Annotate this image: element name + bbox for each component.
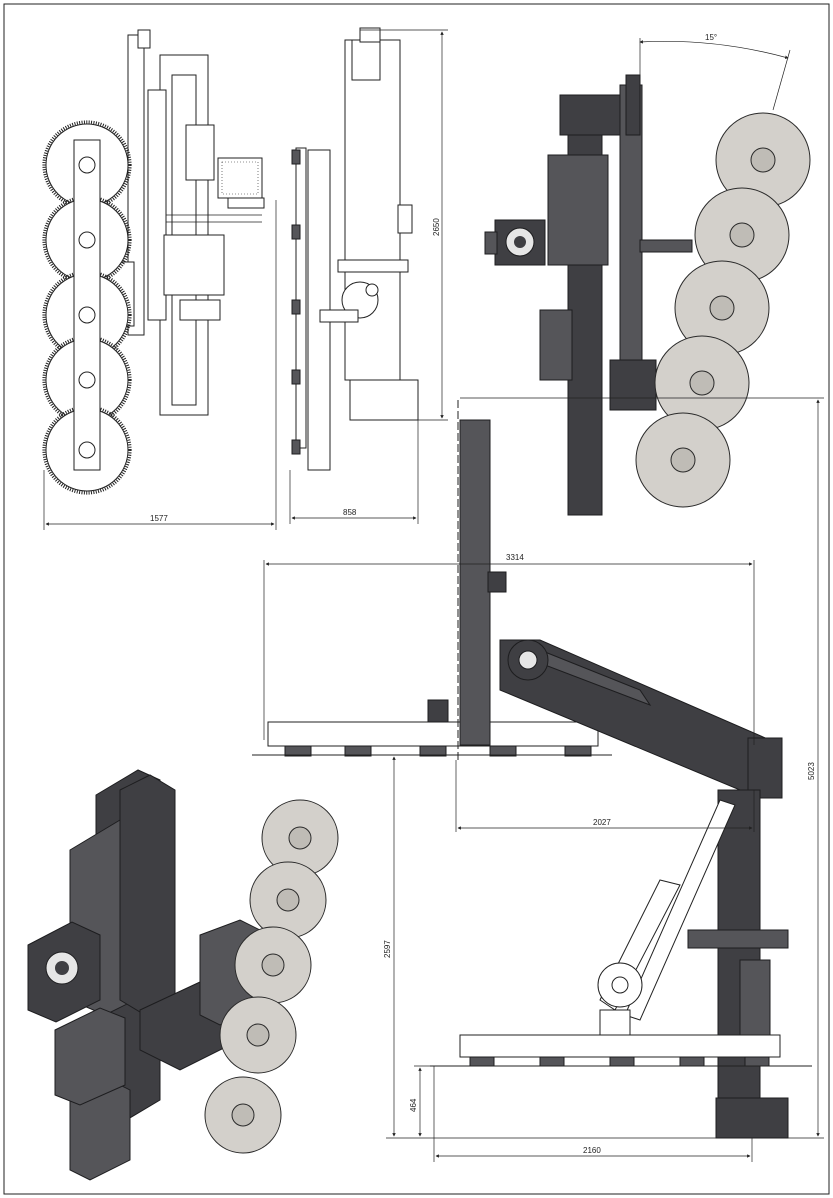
tilted-view: 15° (484, 33, 811, 516)
elevation-view: 3314 5023 2027 2597 464 2160 (252, 397, 824, 1162)
dim-base-width: 2160 (583, 1146, 601, 1155)
side-view-pads (291, 149, 301, 455)
dim-reach-width: 3314 (506, 553, 524, 562)
dim-depth-side: 858 (343, 508, 357, 517)
dim-arm-offset: 2027 (593, 818, 611, 827)
dim-height-side: 2650 (432, 218, 441, 236)
front-view: 1577 (42, 29, 277, 530)
tilted-view-blades (635, 112, 811, 508)
dim-pad-height: 2597 (383, 940, 392, 958)
upper-pads (284, 745, 592, 757)
dim-overall-height: 5023 (807, 762, 816, 780)
dim-base-height: 464 (409, 1098, 418, 1112)
side-view: 858 2650 (289, 27, 448, 524)
front-view-blades (42, 120, 132, 495)
dim-tilt-angle: 15° (705, 33, 717, 42)
isometric-view-blades (204, 799, 339, 1154)
sheet-border (3, 3, 830, 1195)
isometric-view (27, 769, 339, 1181)
dim-width-front: 1577 (150, 514, 168, 523)
